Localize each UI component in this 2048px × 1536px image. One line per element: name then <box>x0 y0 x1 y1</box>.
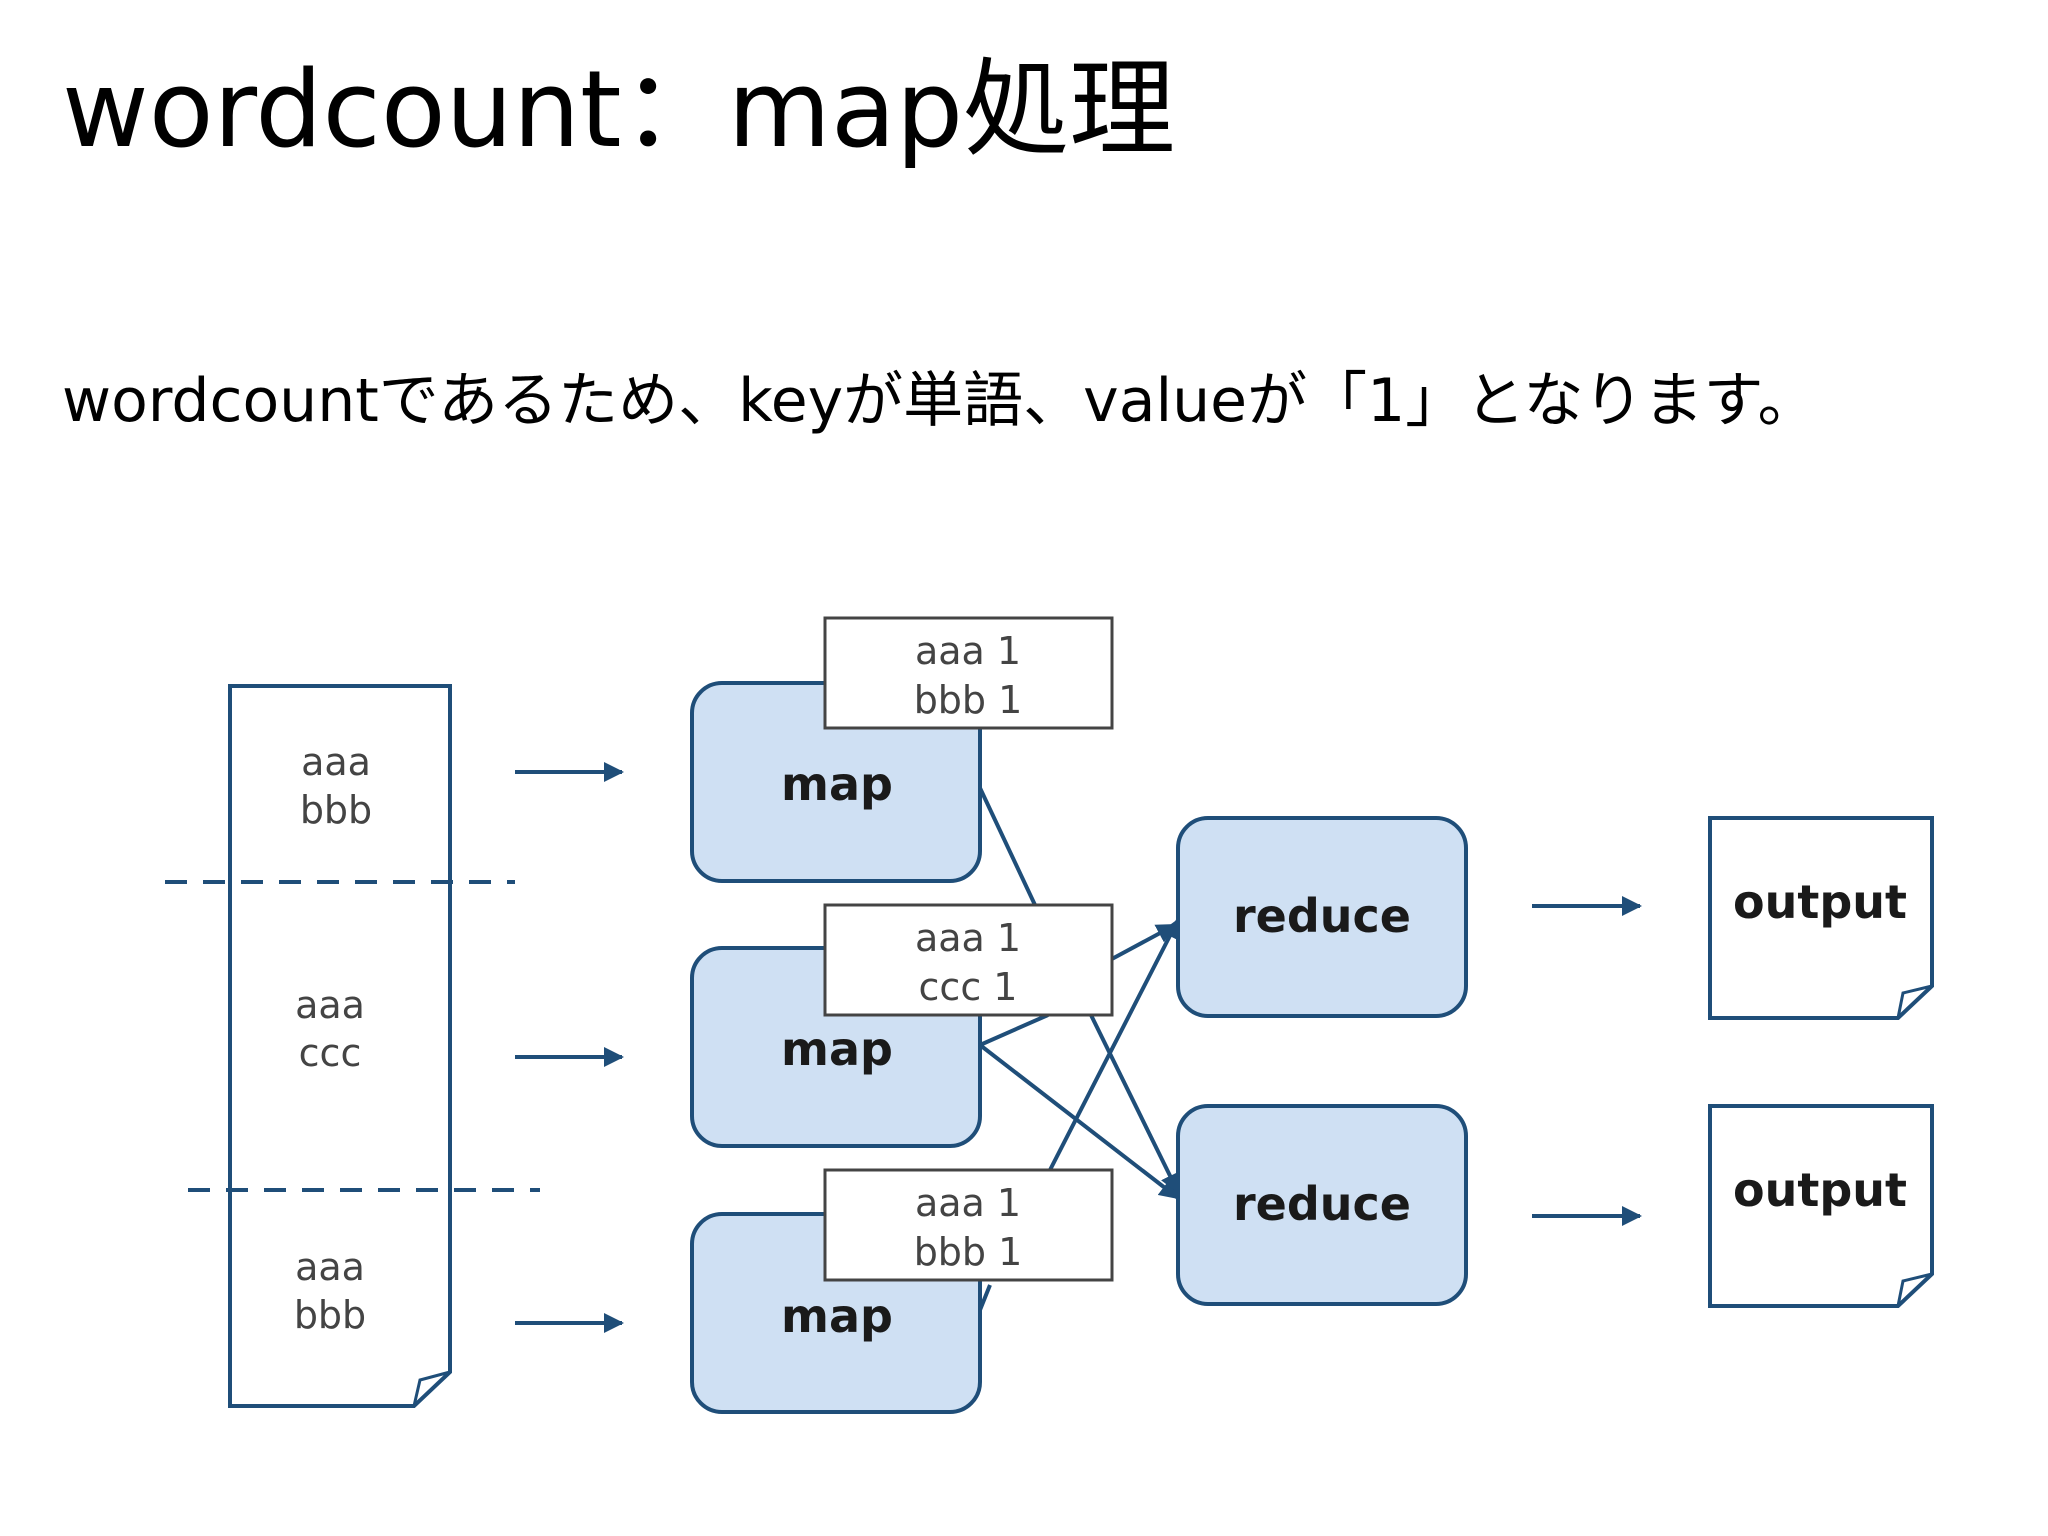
shuffle-line <box>1088 1012 1180 1194</box>
map-output-line: aaa 1 <box>915 1181 1021 1225</box>
map-label: map <box>781 1022 893 1076</box>
input-document-fold <box>412 1370 451 1407</box>
reduce-label: reduce <box>1233 1177 1411 1231</box>
slide-title: wordcount：map処理 <box>62 48 1176 171</box>
shuffle-line <box>978 787 1037 906</box>
output-document <box>1708 1104 1934 1308</box>
reduce-label: reduce <box>1233 889 1411 943</box>
map-label: map <box>781 757 893 811</box>
shuffle-line <box>978 1043 1180 1200</box>
output-document <box>1708 816 1934 1020</box>
input-chunk-line: ccc <box>299 1031 362 1075</box>
input-chunk-line: aaa <box>301 740 371 784</box>
map-output-box <box>823 616 1114 730</box>
shuffle-line <box>978 1284 992 1311</box>
reduce-node <box>1176 1104 1468 1306</box>
map-output-line: aaa 1 <box>915 916 1021 960</box>
map-output: aaa 1 bbb 1 <box>914 629 1023 722</box>
slide-body-text: wordcountであるため、keyが単語、valueが「1」となります。 <box>62 366 1818 436</box>
map-output-box <box>823 903 1114 1017</box>
map-output-box <box>823 1168 1114 1282</box>
input-chunk-line: aaa <box>295 983 365 1027</box>
map-output-line: ccc 1 <box>919 965 1018 1009</box>
input-document <box>228 684 452 1408</box>
input-chunk-line: bbb <box>300 788 372 832</box>
map-output: aaa 1 bbb 1 <box>914 1181 1023 1274</box>
input-chunk-line: aaa <box>295 1245 365 1289</box>
input-chunk-line: bbb <box>294 1293 366 1337</box>
reduce-node <box>1176 816 1468 1018</box>
shuffle-line <box>1048 918 1180 1171</box>
map-output-line: aaa 1 <box>915 629 1021 673</box>
output-label: output <box>1733 1163 1907 1217</box>
shuffle-line <box>979 1013 1049 1047</box>
input-chunk: aaa bbb <box>294 1245 366 1337</box>
output-document-fold <box>1896 1272 1933 1307</box>
input-chunk: aaa ccc <box>295 983 365 1075</box>
map-label: map <box>781 1289 893 1343</box>
map-output: aaa 1 ccc 1 <box>915 916 1021 1009</box>
output-document-fold <box>1896 984 1933 1019</box>
map-output-line: bbb 1 <box>914 1230 1023 1274</box>
input-chunk: aaa bbb <box>300 740 372 832</box>
map-output-line: bbb 1 <box>914 678 1023 722</box>
output-label: output <box>1733 875 1907 929</box>
